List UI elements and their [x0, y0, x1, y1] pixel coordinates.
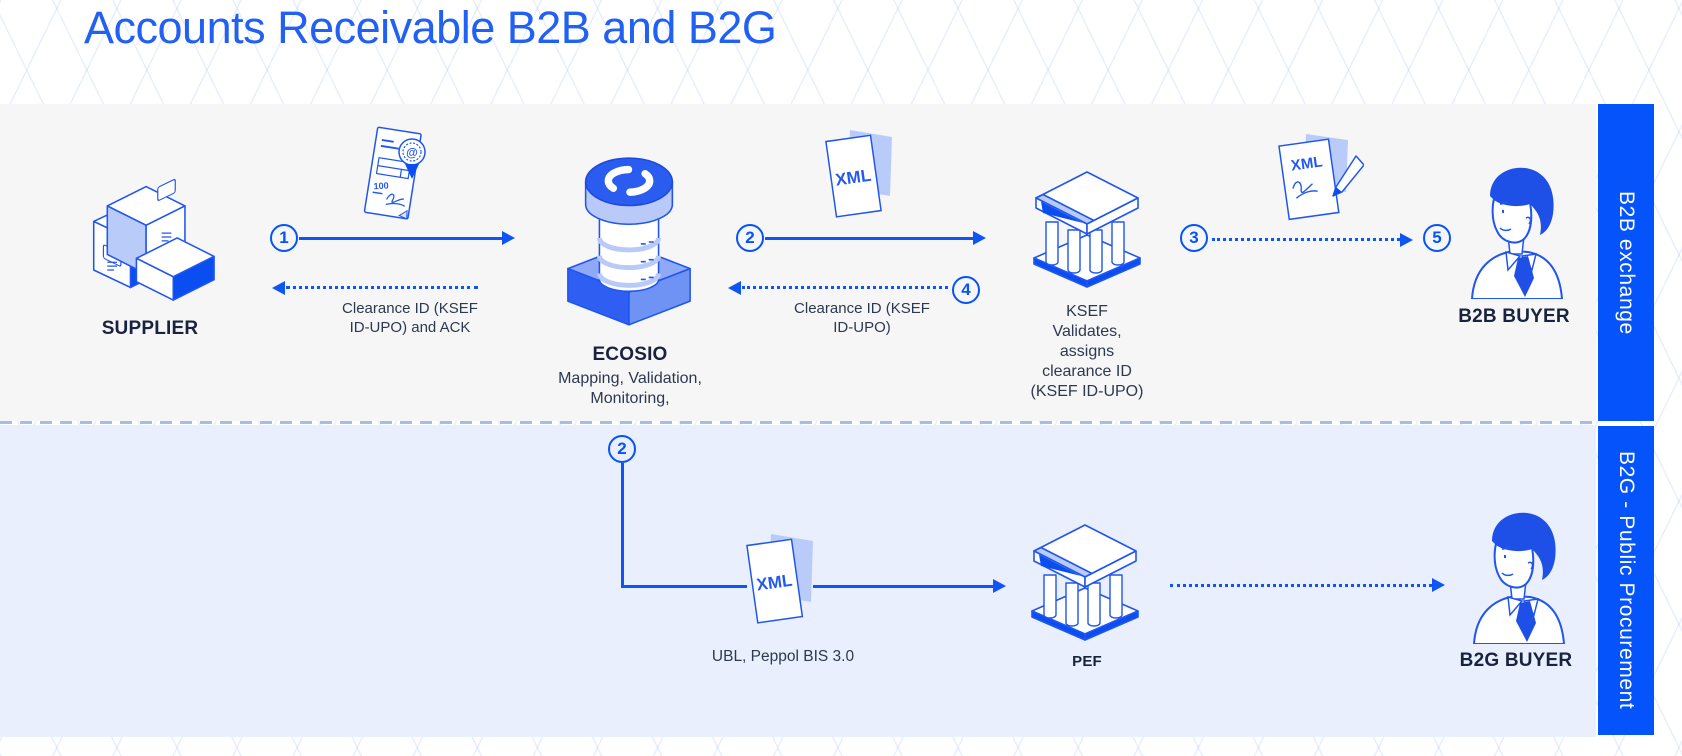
clearance-ack-label: Clearance ID (KSEF ID-UPO) and ACK: [342, 300, 478, 336]
xml-document-icon: XML: [824, 126, 894, 226]
ecosio-sublabel: Mapping, Validation, Monitoring,: [558, 370, 702, 407]
arrow-supplier-to-ecosio: [299, 237, 502, 240]
boxes-icon: [84, 172, 216, 302]
clearance-label: Clearance ID (KSEF ID-UPO): [794, 300, 930, 336]
step-3-badge: 3: [1180, 224, 1208, 252]
b2g-procurement-side-label: B2G - Public Procurement: [1615, 451, 1638, 710]
government-building-icon: [1028, 513, 1142, 641]
step-5-badge: 5: [1423, 224, 1451, 252]
pef-label: PEF: [1072, 653, 1102, 670]
dotted-arrow-ecosio-to-supplier: [286, 286, 478, 289]
page-title: Accounts Receivable B2B and B2G: [84, 2, 777, 53]
pencil-icon: [1332, 155, 1364, 197]
signed-invoice-icon: 100 @: [350, 122, 434, 234]
arrowhead-left-icon: [272, 281, 285, 295]
government-building-icon: [1030, 160, 1144, 288]
b2g-buyer-label: B2G BUYER: [1459, 650, 1573, 671]
xml-text: XML: [1290, 153, 1324, 174]
arrowhead-left-icon: [728, 281, 741, 295]
step-1-badge: 1: [270, 224, 298, 252]
arrow-ecosio-to-ksef: [765, 237, 973, 240]
signed-xml-document-icon: XML: [1276, 132, 1364, 227]
line-to-xml: [621, 585, 747, 588]
step-2-badge: 2: [736, 224, 764, 252]
invoice-amount-text: 100: [373, 180, 389, 191]
section-divider-dashed-line: [0, 421, 1596, 424]
businessman-icon: [1466, 507, 1568, 644]
b2b-buyer-label: B2B BUYER: [1458, 306, 1570, 327]
xml-text: XML: [755, 571, 793, 595]
line-ecosio-down: [621, 463, 624, 586]
sync-database-icon: [560, 152, 698, 329]
ecosio-label: ECOSIO: [592, 344, 668, 365]
ubl-peppol-label: UBL, Peppol BIS 3.0: [711, 648, 855, 665]
arrowhead-right-icon: [973, 231, 986, 245]
b2b-exchange-side-bar: B2B exchange: [1598, 104, 1654, 421]
arrowhead-right-icon: [1400, 233, 1413, 247]
arrowhead-right-icon: [1432, 578, 1445, 592]
step-2b-badge: 2: [608, 435, 636, 463]
dotted-arrow-ksef-to-ecosio: [742, 286, 948, 289]
invoice-badge-text: @: [406, 146, 418, 160]
b2g-procurement-side-bar: B2G - Public Procurement: [1598, 426, 1654, 735]
supplier-label: SUPPLIER: [101, 318, 199, 339]
dotted-arrow-pef-to-buyer: [1170, 584, 1432, 587]
xml-document-icon: XML: [745, 528, 815, 632]
businessman-icon: [1464, 162, 1566, 299]
arrowhead-right-icon: [993, 579, 1006, 593]
b2b-exchange-side-label: B2B exchange: [1615, 190, 1638, 335]
arrow-xml-to-pef: [813, 585, 993, 588]
arrowhead-right-icon: [502, 231, 515, 245]
xml-text: XML: [834, 166, 872, 190]
dotted-arrow-ksef-to-buyer: [1212, 238, 1400, 241]
step-4-badge: 4: [952, 276, 980, 304]
ksef-label: KSEF Validates, assigns clearance ID (KS…: [1030, 303, 1144, 400]
sync-arrows-glyph: [604, 165, 654, 196]
